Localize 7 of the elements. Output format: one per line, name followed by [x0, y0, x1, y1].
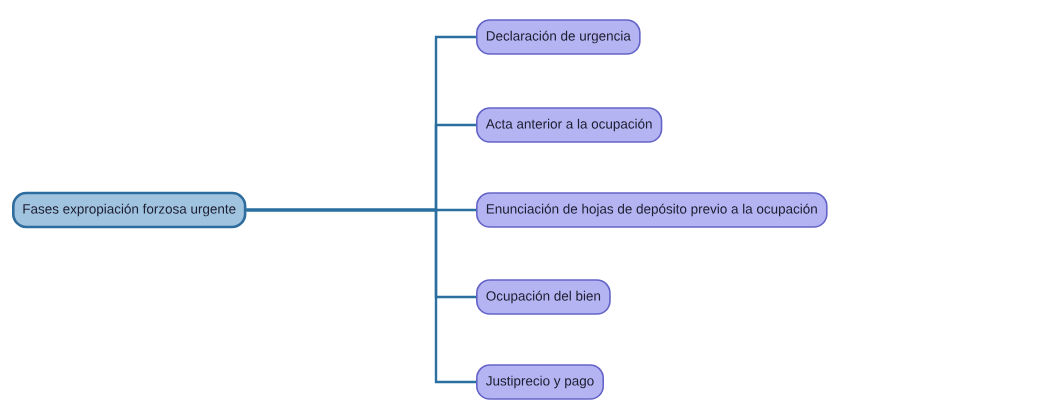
- subtopic-box: Enunciación de hojas de depósito previo a la ocupación: [476, 192, 828, 228]
- subtopic-box: Acta anterior a la ocupación: [476, 107, 663, 143]
- subtopic-box: Ocupación del bien: [476, 279, 611, 315]
- topic-box: Fases expropiación forzosa urgente: [12, 191, 247, 229]
- subtopic-box: Declaración de urgencia: [476, 19, 641, 55]
- connector: [246, 208, 476, 384]
- subtopic-box: Justiprecio y pago: [476, 364, 604, 400]
